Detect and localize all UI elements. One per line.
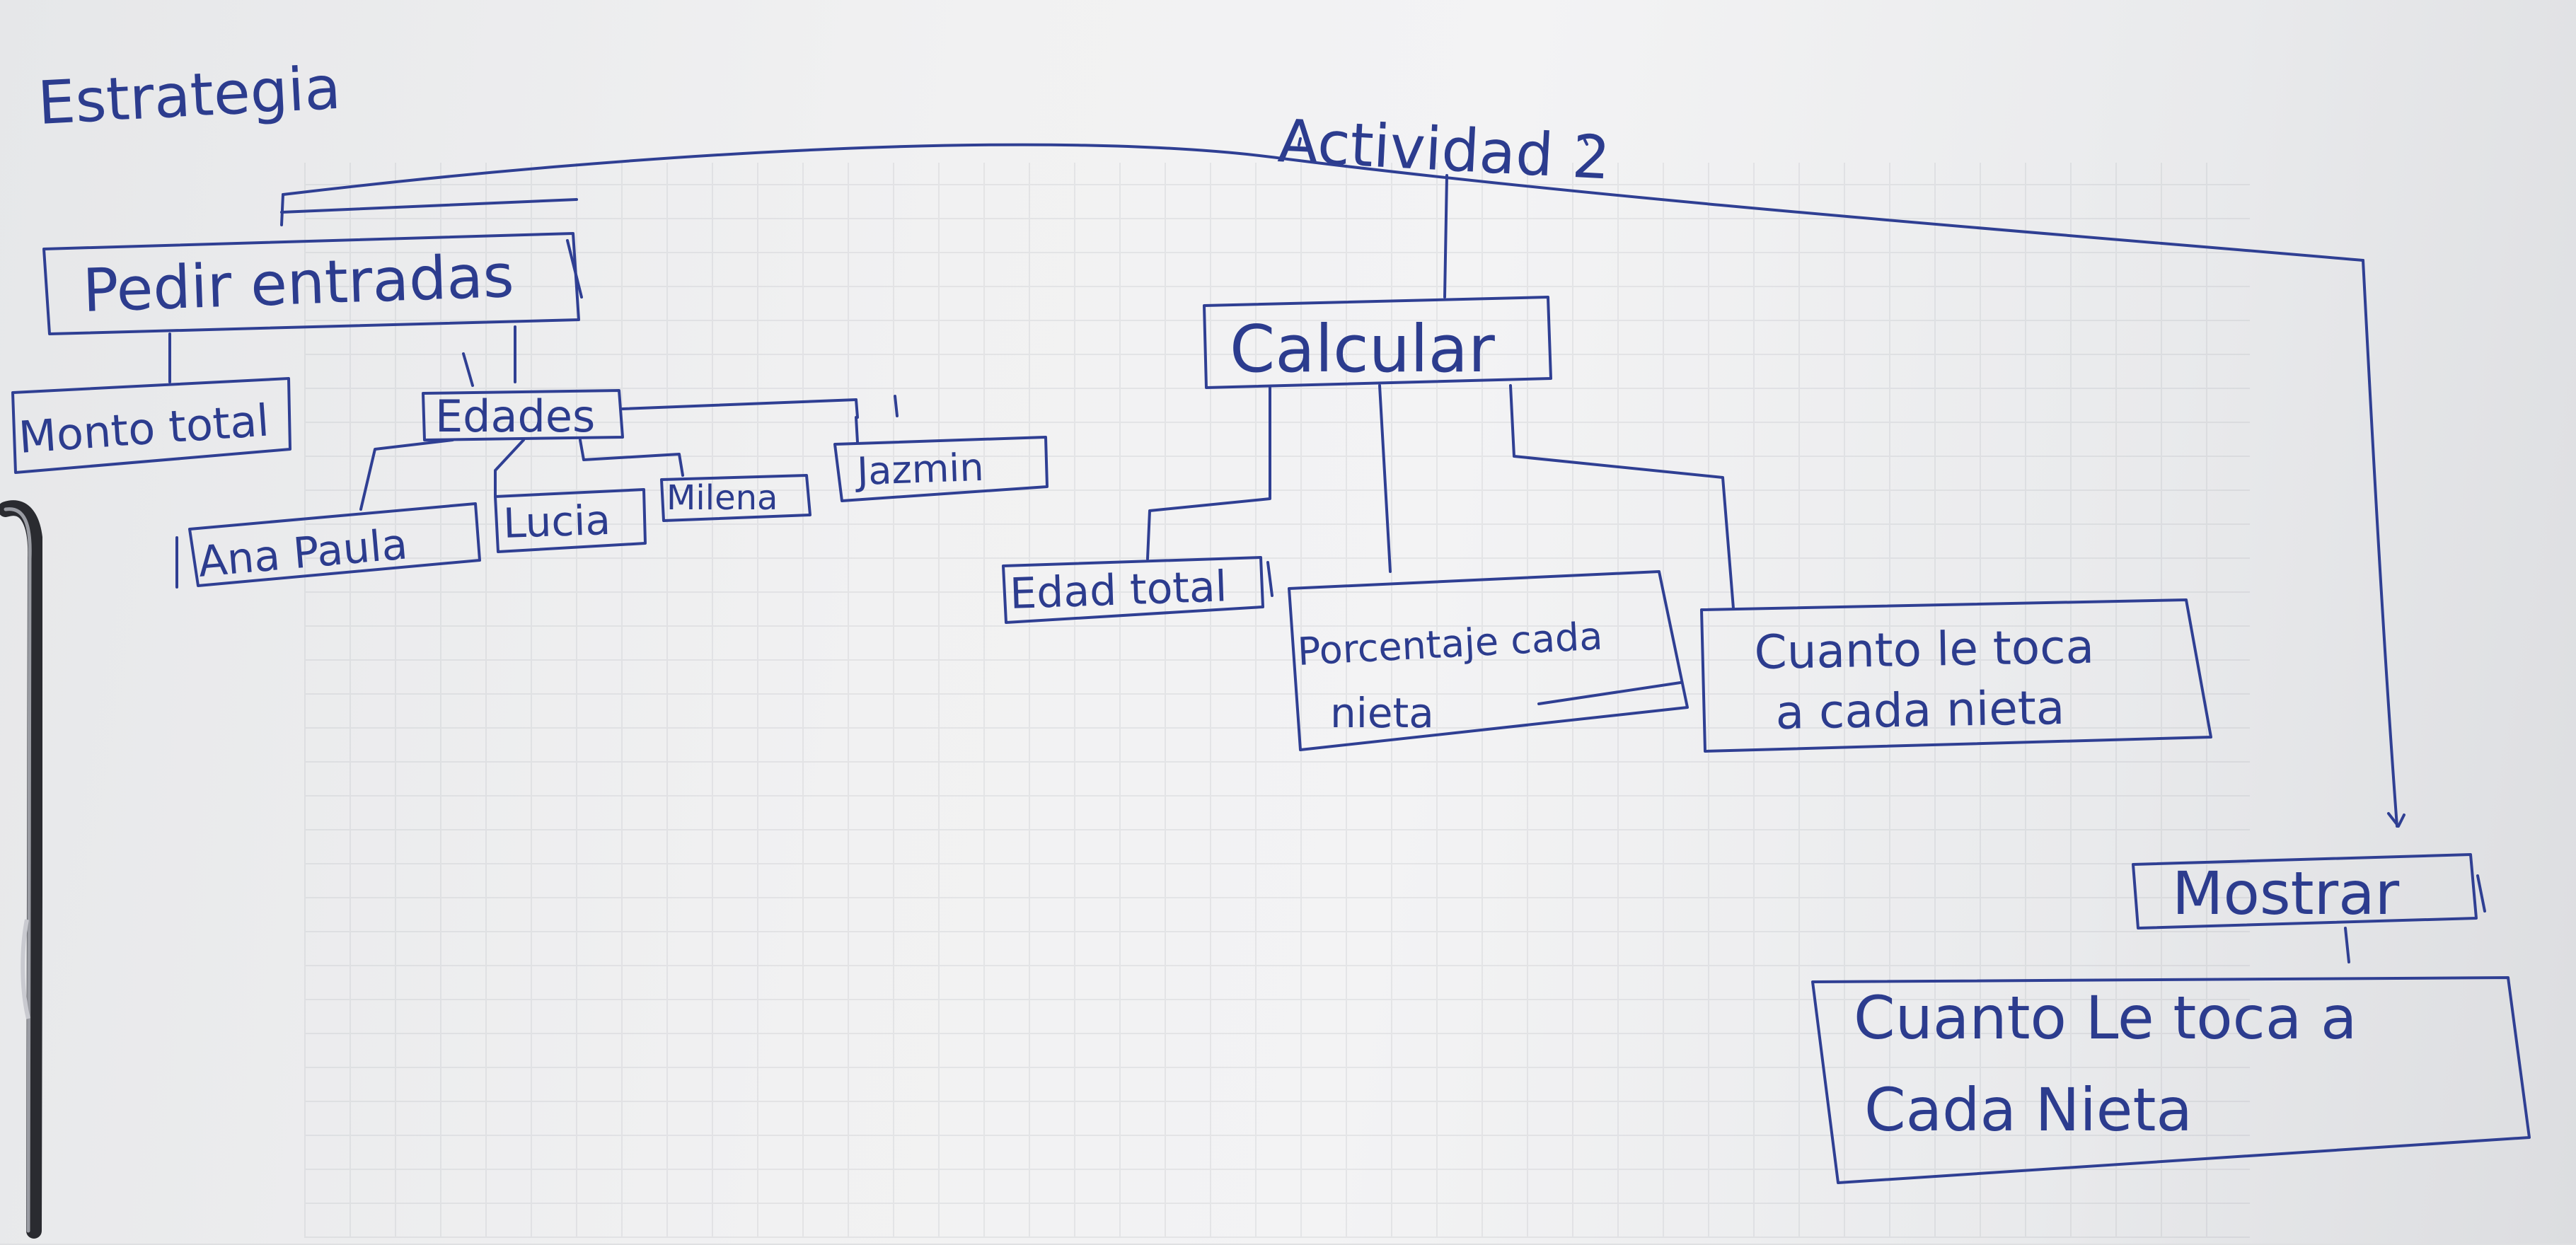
monto-total-node: Monto total [11,377,291,474]
edades-node: Edades [422,389,624,442]
cuanto-le-toca-node: Cuanto le toca a cada nieta [1700,598,2212,753]
strategy-title: Estrategia [36,53,342,138]
edge-root-to-mostrar [2362,259,2398,828]
lucia-label: Lucia [502,496,611,548]
faint-grid-background [304,163,2250,1238]
milena-label: Milena [666,478,778,518]
edades-connectors [359,416,859,511]
porcentaje-node: Porcentaje cada nieta [1288,570,1689,751]
edge-root-to-pedir-drop [280,193,284,226]
mostrar-node: Mostrar [2132,853,2486,930]
cuanto-label-line1: Cuanto le toca [1754,620,2095,680]
calcular-node: Calcular [1203,296,1552,389]
edad-total-label: Edad total [1009,562,1228,619]
cuanto-label-line2: a cada nieta [1775,681,2065,740]
root-connectors [280,143,2405,828]
porcentaje-label-line2: nieta [1330,689,1434,737]
root-node-label: Actividad 2 [1276,106,1612,192]
edge-mostrar-to-result [2344,927,2350,963]
edge-root-to-pedir [282,143,2364,262]
edad-total-node: Edad total [1002,556,1273,624]
edge-root-to-calcular [1443,174,1448,299]
ana-paula-label: Ana Paula [196,519,410,587]
jazmin-label: Jazmin [854,445,984,494]
porcentaje-label-line1: Porcentaje cada [1296,613,1603,674]
calcular-connectors [1146,384,1735,610]
lucia-node: Lucia [494,488,647,553]
mostrar-label: Mostrar [2172,859,2400,928]
resultado-node: Cuanto Le toca a Cada Nieta [1811,976,2531,1184]
pedir-entradas-node: Pedir entradas [42,232,583,335]
pedir-entradas-label: Pedir entradas [81,241,515,325]
resultado-label-line1: Cuanto Le toca a [1854,983,2357,1053]
resultado-label-line2: Cada Nieta [1864,1075,2193,1145]
jazmin-node: Jazmin [833,436,1049,502]
edades-label: Edades [435,390,595,442]
calcular-label: Calcular [1230,311,1495,387]
binder-ring [0,500,42,1239]
milena-node: Milena [660,474,812,522]
ana-paula-node: Ana Paula [175,502,481,589]
